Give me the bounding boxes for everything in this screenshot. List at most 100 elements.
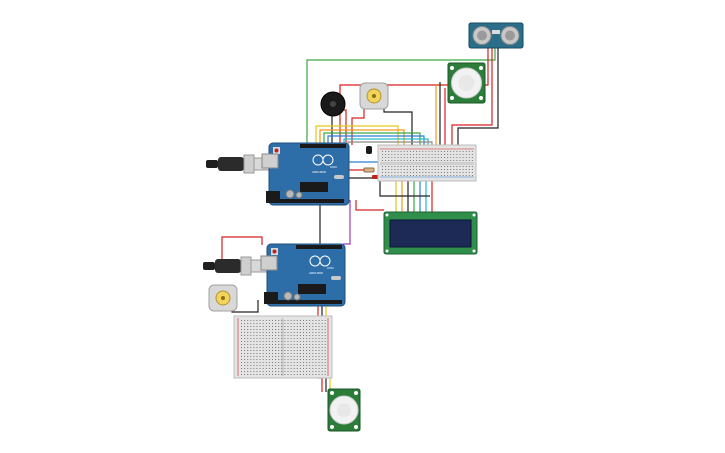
breadboard-hole bbox=[428, 151, 430, 152]
breadboard-hole bbox=[312, 335, 314, 336]
breadboard-hole bbox=[312, 347, 314, 348]
breadboard-hole bbox=[272, 359, 273, 360]
wire-green-ultrasonic[interactable] bbox=[306, 48, 496, 150]
breadboard-hole bbox=[447, 160, 449, 161]
pir-sensor-top[interactable] bbox=[447, 62, 486, 104]
breadboard-hole bbox=[453, 154, 455, 155]
breadboard-hole bbox=[312, 329, 314, 330]
breadboard-hole bbox=[303, 371, 304, 372]
breadboard-hole bbox=[397, 154, 399, 155]
wire-green-1[interactable] bbox=[323, 132, 421, 148]
breadboard-hole bbox=[272, 344, 273, 345]
wire-red-ultrasonic-bb[interactable] bbox=[451, 48, 493, 148]
breadboard-hole bbox=[275, 347, 277, 348]
breadboard-hole bbox=[253, 374, 255, 375]
breadboard-hole bbox=[385, 175, 387, 176]
breadboard-hole bbox=[315, 374, 317, 375]
piezo-buzzer-icon[interactable] bbox=[320, 91, 346, 117]
breadboard-hole bbox=[394, 169, 396, 170]
breadboard-hole bbox=[315, 368, 317, 369]
breadboard-hole bbox=[409, 160, 411, 161]
breadboard-hole bbox=[296, 371, 298, 372]
breadboard-hole bbox=[244, 359, 246, 360]
breadboard-hole bbox=[299, 341, 301, 342]
dc-motor-top[interactable] bbox=[359, 82, 389, 110]
wire-red-motor[interactable] bbox=[351, 106, 365, 145]
breadboard-hole bbox=[253, 326, 255, 327]
breadboard-hole bbox=[278, 353, 280, 354]
breadboard-hole bbox=[425, 157, 427, 158]
breadboard-hole bbox=[318, 344, 320, 345]
breadboard-hole bbox=[309, 359, 311, 360]
breadboard-hole bbox=[296, 368, 298, 369]
wire-cyan-1[interactable] bbox=[343, 138, 429, 148]
breadboard-bottom-holes bbox=[241, 320, 326, 375]
arduino-uno-top[interactable]: ARDUINO UNO bbox=[261, 142, 350, 206]
breadboard-hole bbox=[459, 169, 461, 170]
breadboard-bottom[interactable] bbox=[233, 315, 333, 379]
wire-black-pot[interactable] bbox=[346, 177, 430, 197]
breadboard-hole bbox=[259, 350, 261, 351]
breadboard-hole bbox=[290, 329, 292, 330]
breadboard-hole bbox=[434, 175, 436, 176]
breadboard-hole bbox=[444, 169, 445, 170]
breadboard-hole bbox=[299, 323, 301, 324]
breadboard-hole bbox=[250, 341, 252, 342]
breadboard-hole bbox=[312, 344, 314, 345]
wire-red-ultrasonic[interactable] bbox=[339, 48, 489, 145]
breadboard-hole bbox=[250, 365, 252, 366]
breadboard-hole bbox=[256, 335, 258, 336]
breadboard-hole bbox=[321, 359, 323, 360]
usb-cable-bottom[interactable] bbox=[203, 256, 268, 276]
breadboard-hole bbox=[262, 329, 264, 330]
breadboard-top-holes bbox=[382, 151, 473, 176]
breadboard-hole bbox=[250, 344, 252, 345]
breadboard-hole bbox=[400, 175, 402, 176]
breadboard-hole bbox=[453, 166, 455, 167]
breadboard-hole bbox=[241, 320, 242, 321]
breadboard-hole bbox=[262, 338, 264, 339]
wire-black-ultrasonic[interactable] bbox=[457, 48, 499, 148]
breadboard-hole bbox=[241, 362, 242, 363]
ultrasonic-sensor-icon[interactable] bbox=[468, 22, 524, 49]
breadboard-hole bbox=[459, 175, 461, 176]
breadboard-hole bbox=[406, 160, 408, 161]
breadboard-hole bbox=[315, 335, 317, 336]
breadboard-hole bbox=[293, 371, 295, 372]
breadboard-hole bbox=[256, 320, 258, 321]
wire-red-usb-bottom[interactable] bbox=[221, 236, 263, 262]
breadboard-hole bbox=[413, 169, 414, 170]
breadboard-hole bbox=[253, 332, 255, 333]
breadboard-hole bbox=[437, 157, 439, 158]
breadboard-hole bbox=[268, 329, 270, 330]
breadboard-hole bbox=[244, 326, 246, 327]
breadboard-hole bbox=[385, 151, 387, 152]
wire-purple-link[interactable] bbox=[343, 200, 351, 245]
arduino-uno-bottom[interactable]: ARDUINO UNO bbox=[260, 243, 346, 307]
lcd-16x2-icon[interactable] bbox=[383, 211, 478, 255]
usb-cable-top[interactable] bbox=[206, 154, 271, 174]
breadboard-hole bbox=[385, 160, 387, 161]
wire-yellow-1[interactable] bbox=[315, 125, 399, 148]
resistor-icon[interactable] bbox=[363, 167, 378, 179]
dc-motor-bottom[interactable] bbox=[208, 284, 238, 312]
breadboard-top[interactable] bbox=[377, 144, 477, 182]
breadboard-hole bbox=[397, 151, 399, 152]
breadboard-hole bbox=[253, 368, 255, 369]
breadboard-hole bbox=[303, 368, 304, 369]
breadboard-hole bbox=[306, 353, 308, 354]
breadboard-hole bbox=[465, 175, 467, 176]
transistor-icon[interactable] bbox=[366, 146, 372, 154]
breadboard-hole bbox=[272, 353, 273, 354]
breadboard-hole bbox=[256, 362, 258, 363]
breadboard-hole bbox=[394, 154, 396, 155]
breadboard-hole bbox=[321, 362, 323, 363]
wire-red-link[interactable] bbox=[355, 200, 384, 211]
breadboard-hole bbox=[284, 326, 286, 327]
breadboard-hole bbox=[247, 353, 249, 354]
breadboard-hole bbox=[413, 157, 414, 158]
pir-sensor-bottom[interactable] bbox=[327, 388, 361, 432]
breadboard-hole bbox=[293, 326, 295, 327]
breadboard-hole bbox=[440, 166, 442, 167]
